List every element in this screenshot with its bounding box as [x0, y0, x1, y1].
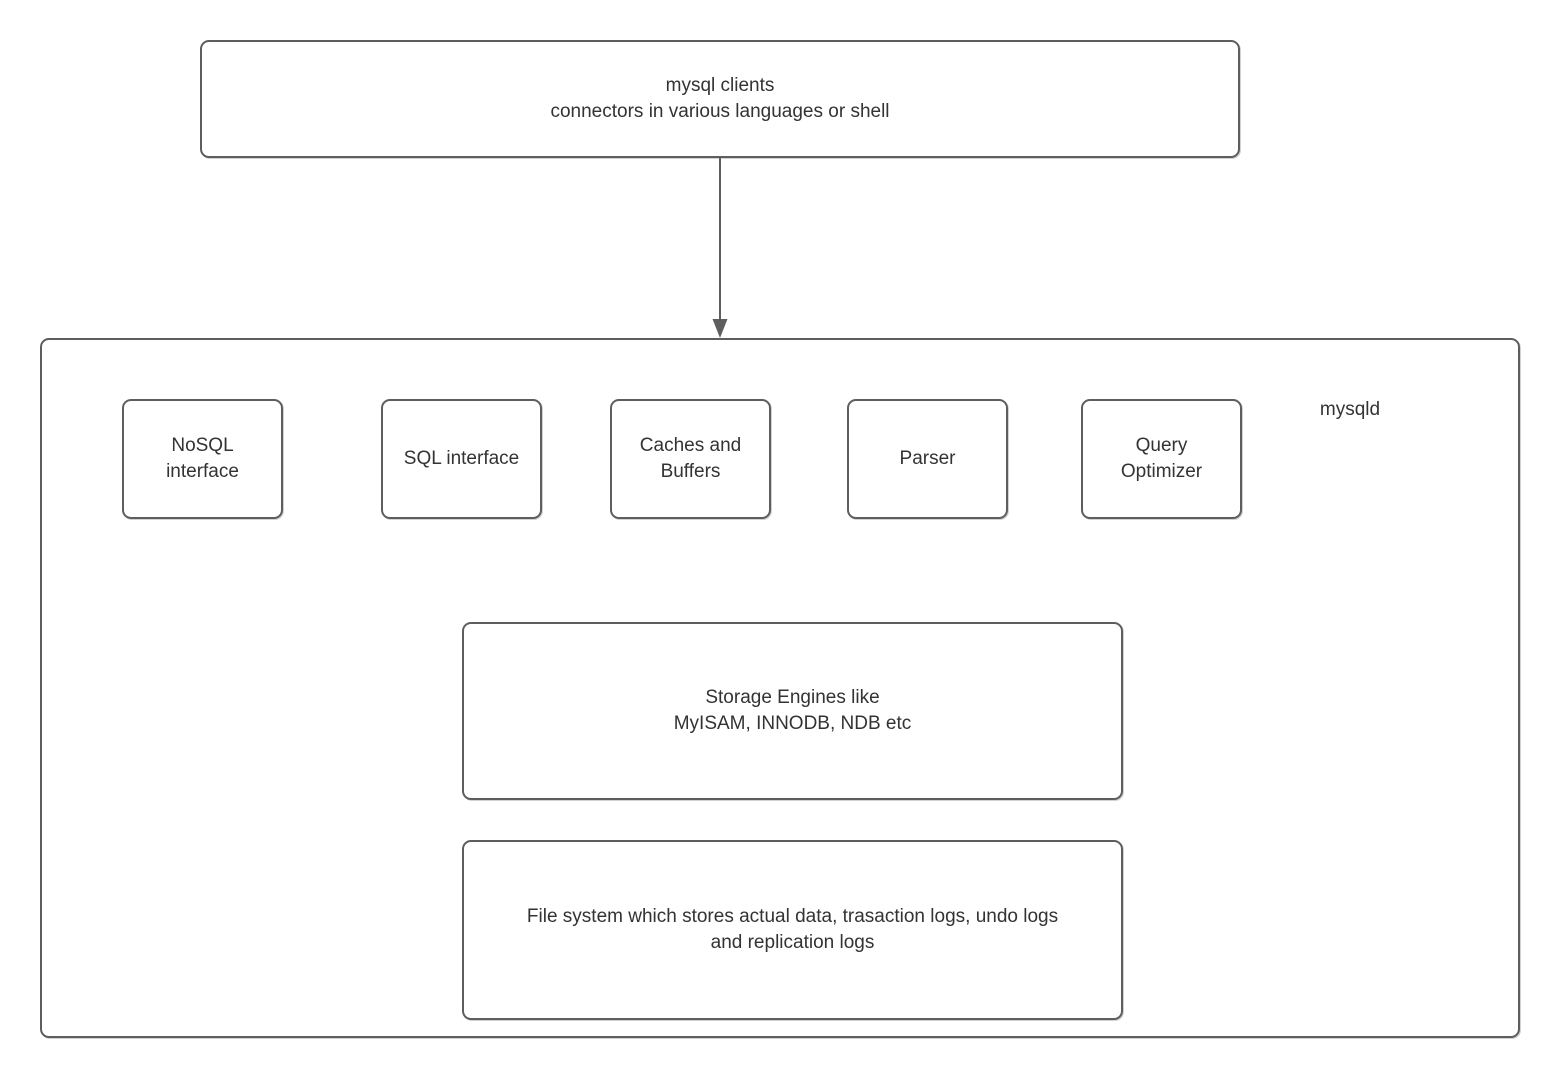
- arrow-down-icon: [712, 158, 728, 338]
- node-mysqld-container: mysqld NoSQL interface SQL interface Cac…: [40, 338, 1520, 1038]
- node-sql-interface-label: SQL interface: [403, 448, 520, 469]
- node-file-system: File system which stores actual data, tr…: [462, 840, 1123, 1020]
- node-nosql-interface: NoSQL interface: [122, 399, 283, 519]
- mysqld-container-label: mysqld: [1319, 399, 1381, 420]
- node-sql-interface: SQL interface: [381, 399, 542, 519]
- node-nosql-interface-label: NoSQL interface: [166, 435, 239, 482]
- node-query-optimizer-label: Query Optimizer: [1120, 435, 1203, 482]
- node-mysql-clients: mysql clients connectors in various lang…: [200, 40, 1240, 158]
- node-mysql-clients-label: mysql clients connectors in various lang…: [550, 75, 890, 122]
- node-query-optimizer: Query Optimizer: [1081, 399, 1242, 519]
- node-storage-engines: Storage Engines like MyISAM, INNODB, NDB…: [462, 622, 1123, 800]
- node-caches-and-buffers-label: Caches and Buffers: [639, 435, 742, 482]
- node-parser-label: Parser: [899, 448, 956, 469]
- node-parser: Parser: [847, 399, 1008, 519]
- node-file-system-label: File system which stores actual data, tr…: [526, 906, 1059, 953]
- node-caches-and-buffers: Caches and Buffers: [610, 399, 771, 519]
- node-storage-engines-label: Storage Engines like MyISAM, INNODB, NDB…: [673, 687, 912, 734]
